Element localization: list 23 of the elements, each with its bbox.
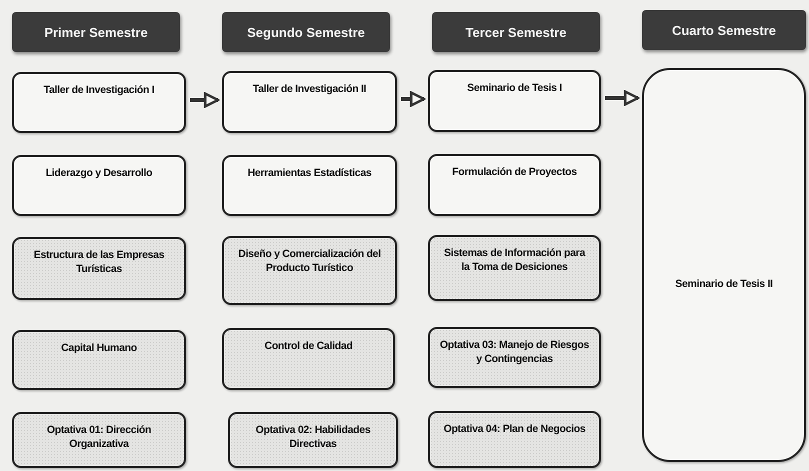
- arrow: [401, 91, 426, 107]
- course-box: Diseño y Comercialización del Producto Turístico: [222, 236, 397, 305]
- course-box: Optativa 03: Manejo de Riesgos y Contingencias: [428, 327, 601, 388]
- course-box: Formulación de Proyectos: [428, 154, 601, 216]
- course-box: Optativa 01: Dirección Organizativa: [12, 412, 186, 468]
- course-box: Capital Humano: [12, 330, 186, 390]
- course-box: Optativa 02: Habilidades Directivas: [228, 412, 398, 468]
- course-box: Control de Calidad: [222, 328, 395, 390]
- arrow: [190, 92, 220, 108]
- semester-header: Cuarto Semestre: [642, 10, 806, 50]
- course-box: Herramientas Estadísticas: [222, 155, 397, 216]
- semester-header: Segundo Semestre: [222, 12, 390, 52]
- semester-header: Tercer Semestre: [432, 12, 600, 52]
- course-box: Sistemas de Información para la Toma de Desiciones: [428, 235, 601, 301]
- course-box: Liderazgo y Desarrollo: [12, 155, 186, 216]
- course-box: Taller de Investigación I: [12, 72, 186, 133]
- course-box: Estructura de las Empresas Turísticas: [12, 237, 186, 300]
- arrow: [605, 90, 640, 106]
- semester-header: Primer Semestre: [12, 12, 180, 52]
- course-box: Optativa 04: Plan de Negocios: [428, 411, 601, 468]
- course-box: Seminario de Tesis I: [428, 70, 601, 132]
- course-box: Taller de Investigación II: [222, 71, 397, 133]
- course-box: Seminario de Tesis II: [642, 68, 806, 462]
